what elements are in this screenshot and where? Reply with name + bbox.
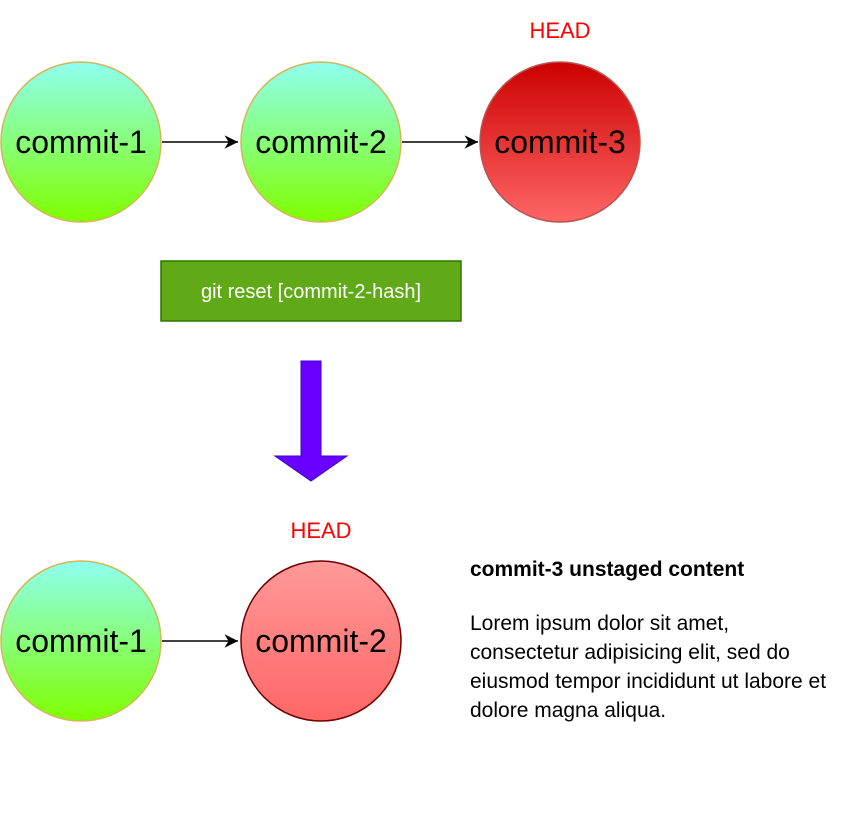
commit-node-3-before: commit-3: [479, 61, 641, 223]
head-label-before: HEAD: [529, 18, 590, 43]
git-reset-command-box: git reset [commit-2-hash]: [160, 260, 462, 322]
commit-node-1-before: commit-1: [0, 61, 162, 223]
unstaged-content-body: Lorem ipsum dolor sit amet, consectetur …: [470, 612, 827, 722]
down-arrow-icon: [273, 360, 349, 482]
commit-node-2-after: commit-2: [240, 560, 402, 722]
commit-node-2-after-label: commit-2: [255, 623, 387, 659]
git-reset-command-label: git reset [commit-2-hash]: [201, 281, 421, 303]
unstaged-content-title: commit-3 unstaged content: [470, 558, 745, 581]
commit-node-2-before: commit-2: [240, 61, 402, 223]
commit-node-1-before-label: commit-1: [15, 124, 147, 160]
commit-node-2-before-label: commit-2: [255, 124, 387, 160]
commit-node-1-after-label: commit-1: [15, 623, 147, 659]
commit-node-1-after: commit-1: [0, 560, 162, 722]
commit-node-3-before-label: commit-3: [494, 124, 626, 160]
head-label-after: HEAD: [290, 518, 351, 543]
